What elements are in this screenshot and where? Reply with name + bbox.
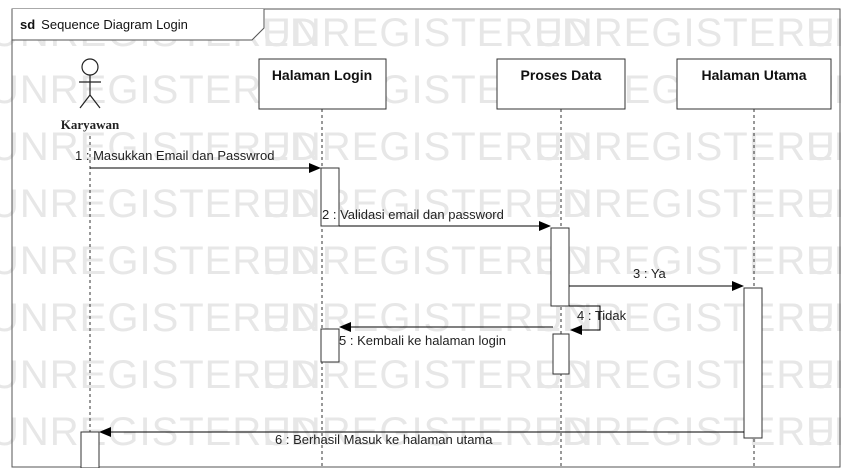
lifeline-label: Halaman Utama: [701, 67, 806, 83]
message-3[interactable]: 3 : Ya: [569, 266, 744, 291]
watermark-text: UNREGISTERED: [262, 353, 592, 397]
watermark-text: UNREGISTERED: [534, 239, 841, 283]
lifeline-box: [258, 58, 387, 110]
watermark-text: UNREGISTERED: [0, 353, 320, 397]
activation-actor: [80, 431, 100, 469]
message-5[interactable]: 5 : Kembali ke halaman login: [339, 322, 553, 348]
watermark-text: UNREGISTERED: [534, 182, 841, 226]
frame-keyword: sd: [20, 17, 35, 32]
message-1[interactable]: 1 : Masukkan Email dan Passwrod: [75, 148, 321, 173]
actor-head: [81, 58, 99, 76]
lifeline-box: [496, 58, 626, 110]
watermark-text: UNREGISTERED: [806, 296, 841, 340]
message-arrow: [569, 305, 601, 335]
watermark-text: UNREGISTERED: [534, 296, 841, 340]
watermark-text: UNREGISTERED: [806, 11, 841, 55]
actor-karyawan[interactable]: Karyawan: [61, 58, 120, 132]
lifeline-box: [676, 58, 832, 110]
actor-left-leg: [79, 94, 91, 109]
message-label: 5 : Kembali ke halaman login: [339, 333, 506, 348]
message-2[interactable]: 2 : Validasi email dan password: [322, 207, 551, 231]
frame-title: Sequence Diagram Login: [41, 17, 188, 32]
watermark-text: UNREGISTERED: [534, 11, 841, 55]
lifeline-label: Halaman Login: [272, 67, 372, 83]
lifeline-halaman-utama[interactable]: Halaman Utama: [676, 58, 832, 110]
actor-name: Karyawan: [61, 117, 120, 132]
watermark-text: UNREGISTERED: [262, 182, 592, 226]
actor-right-leg: [89, 94, 101, 109]
watermark-text: UNREGISTERED: [0, 239, 320, 283]
watermark-text: UNREGISTERED: [806, 353, 841, 397]
activation-login-2: [320, 328, 340, 363]
message-label: 6 : Berhasil Masuk ke halaman utama: [275, 432, 493, 447]
lifeline-label: Proses Data: [521, 67, 602, 83]
activation-proses-2: [552, 333, 570, 375]
activation-login-1: [320, 167, 340, 227]
frame-label: sd Sequence Diagram Login: [20, 17, 188, 32]
watermark-text: UNREGISTERED: [0, 125, 320, 169]
watermark-text: UNREGISTERED: [806, 182, 841, 226]
lifeline-halaman-login[interactable]: Halaman Login: [258, 58, 387, 110]
message-label: 4 : Tidak: [577, 308, 627, 323]
watermark-text: UNREGISTERED: [806, 125, 841, 169]
watermark-text: UNREGISTERED: [806, 239, 841, 283]
watermark-text: UNREGISTERED: [0, 182, 320, 226]
activation-proses-1: [550, 227, 570, 307]
watermark-text: UNREGISTERED: [262, 11, 592, 55]
watermark-text: UNREGISTERED: [262, 239, 592, 283]
watermark-text: UNREGISTERED: [0, 296, 320, 340]
message-label: 2 : Validasi email dan password: [322, 207, 504, 222]
watermark-text: UNREGISTERED: [534, 125, 841, 169]
message-label: 3 : Ya: [633, 266, 667, 281]
lifeline-proses-data[interactable]: Proses Data: [496, 58, 626, 110]
watermark-text: UNREGISTERED: [806, 410, 841, 454]
activation-utama: [743, 287, 763, 439]
message-4-self[interactable]: 4 : Tidak: [569, 305, 627, 335]
frame-tab: [11, 9, 265, 41]
watermark-text: UNREGISTERED: [534, 353, 841, 397]
watermark-text: UNREGISTERED: [262, 125, 592, 169]
message-label: 1 : Masukkan Email dan Passwrod: [75, 148, 274, 163]
diagram-frame: [11, 8, 841, 468]
watermark-text: UNREGISTERED: [262, 296, 592, 340]
message-6[interactable]: 6 : Berhasil Masuk ke halaman utama: [99, 427, 744, 447]
